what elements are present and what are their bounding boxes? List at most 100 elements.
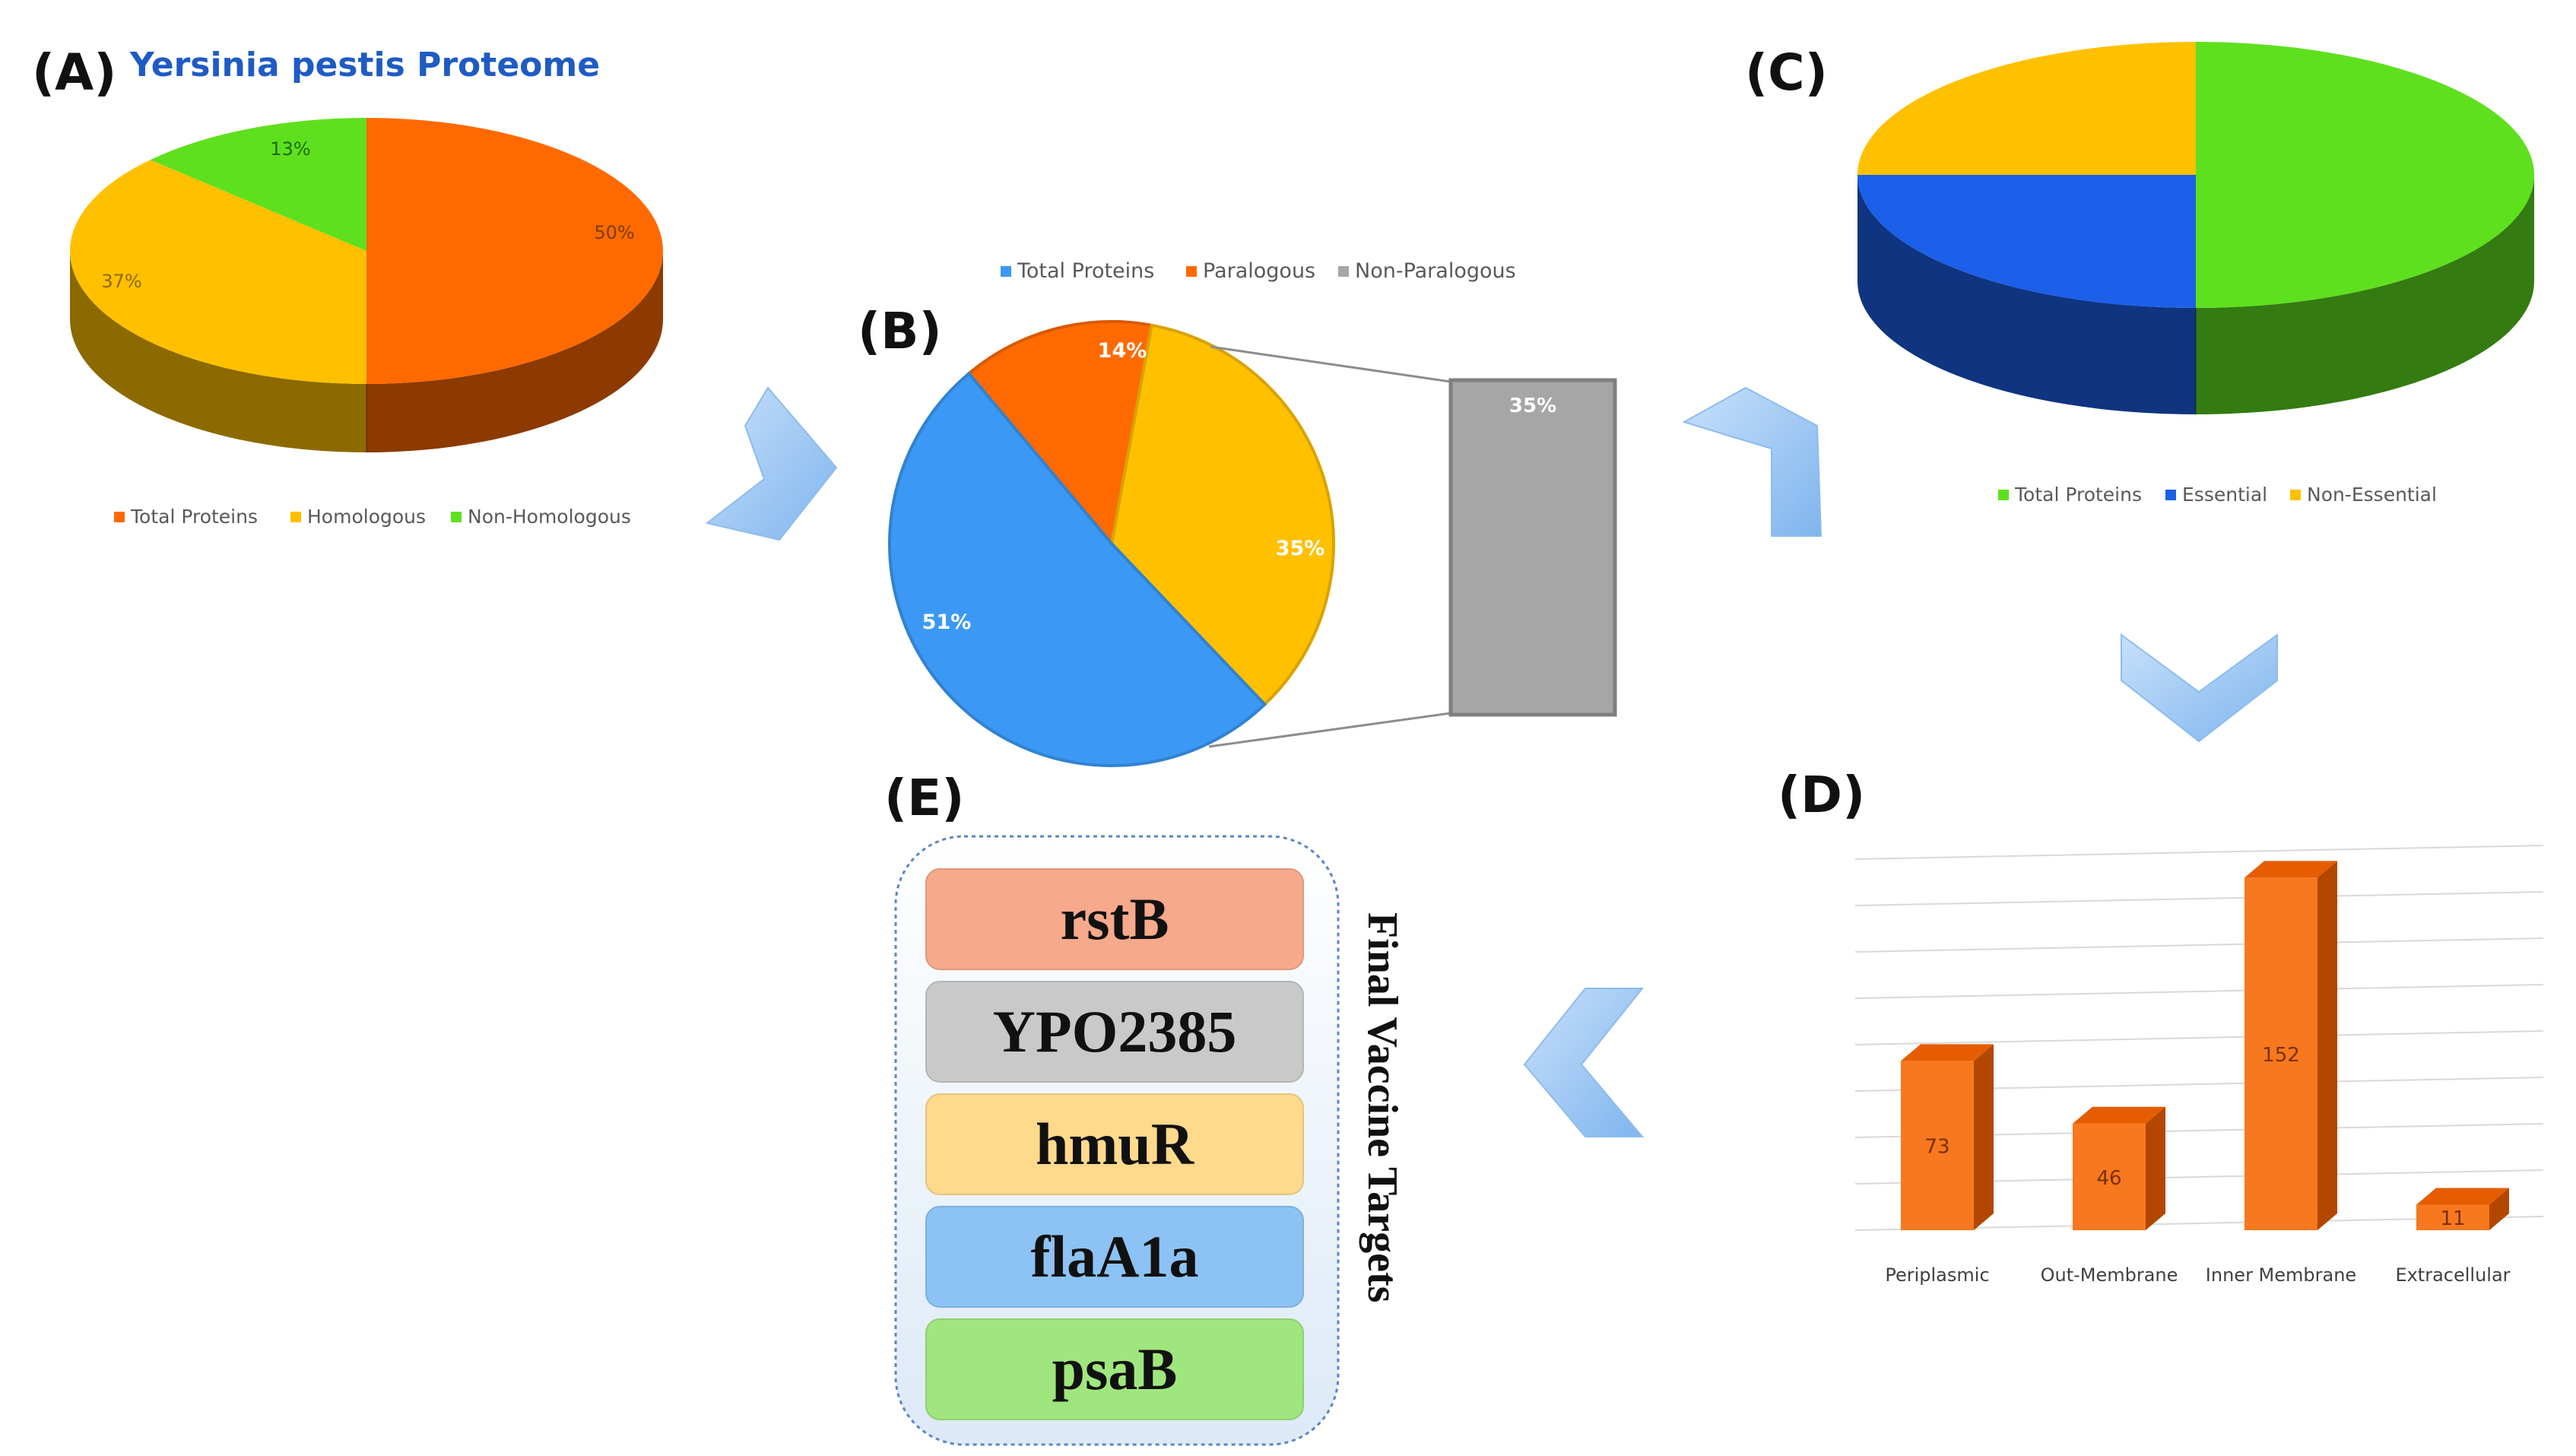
chart-d-category-extracellular: Extracellular — [2395, 1264, 2510, 1286]
chart-c-slice-1 — [1857, 175, 2196, 308]
chart-d-bar-3 — [2416, 1204, 2489, 1230]
target-label: psaB — [1052, 1336, 1178, 1402]
chart-c-side-0 — [2196, 175, 2534, 414]
chart-d-bar-side-0 — [1974, 1044, 1994, 1230]
chart-b-label-nonparalogous: 35% — [1276, 537, 1325, 560]
chart-c-depth — [1857, 175, 2534, 414]
chart-c-legend-nonessential: Non-Essential — [2307, 484, 2437, 506]
chart-c-legend-swatch-nonessential — [2290, 490, 2301, 500]
chart-c-slice-0 — [2196, 42, 2534, 308]
chart-d-bars: 73 46 152 11 — [1901, 861, 2509, 1230]
targets-title: Final Vaccine Targets — [1359, 912, 1406, 1302]
panel-label-a: (A) — [32, 43, 116, 102]
chart-b-slice-1 — [966, 320, 1154, 547]
chart-b-legend-swatch-nonparalogous — [1338, 266, 1349, 277]
chevron-left-icon — [1523, 988, 1645, 1137]
chart-d: 73 46 152 11 Periplasmic Out-Membrane Inner… — [1854, 845, 2544, 1286]
chart-d-gridline — [1854, 845, 2544, 860]
chart-d-bar-1 — [2073, 1123, 2146, 1230]
chart-d-bar-top-1 — [2073, 1106, 2165, 1124]
chart-d-gridline — [1854, 984, 2544, 999]
chart-a-label-nonhomologous: 13% — [270, 138, 310, 160]
chart-d-gridline — [1854, 891, 2544, 906]
chart-b-slices — [887, 320, 1335, 767]
chart-b-label-total: 51% — [922, 611, 972, 634]
chart-b-legend-swatch-paralogous — [1186, 266, 1197, 277]
chart-d-bar-2 — [2244, 877, 2317, 1230]
chevron-right-icon — [1682, 386, 1823, 537]
chart-b-legend-nonparalogous: Non-Paralogous — [1355, 259, 1516, 283]
chart-d-gridline — [1854, 1030, 2544, 1045]
chart-a-slices — [69, 118, 663, 384]
chart-d-bar-top-3 — [2416, 1188, 2509, 1205]
chart-a-legend-swatch-homologous — [290, 512, 301, 522]
target-label: YPO2385 — [993, 998, 1237, 1064]
chart-a-label-total: 50% — [594, 222, 634, 243]
chart-b-slice-0 — [887, 371, 1267, 767]
chart-d-bar-top-2 — [2244, 861, 2337, 878]
chart-a-legend-homologous: Homologous — [307, 506, 426, 528]
chart-a-legend-total: Total Proteins — [130, 506, 258, 528]
chart-d-value-label-2: 152 — [2262, 1044, 2300, 1067]
chart-a-slice-1 — [69, 160, 366, 384]
target-box-YPO2385 — [925, 981, 1304, 1083]
target-label: rstB — [1061, 886, 1169, 952]
chart-a-title: Yersinia pestis Proteome — [129, 46, 600, 84]
chart-b-connector-top — [1210, 345, 1451, 383]
chart-c-slice-2 — [1857, 42, 2196, 175]
targets-list: rstB YPO2385 hmuR flaA1a psaB — [925, 868, 1304, 1420]
chart-c-legend-swatch-total — [1998, 490, 2009, 500]
chart-d-category-outmembrane: Out-Membrane — [2041, 1264, 2178, 1286]
chart-d-bar-side-1 — [2146, 1106, 2165, 1230]
panel-label-b: (B) — [858, 302, 942, 360]
chart-a-slice-0 — [366, 118, 663, 384]
chart-c-legend-essential: Essential — [2182, 484, 2267, 506]
target-box-flaA1a — [925, 1206, 1304, 1308]
target-box-rstB — [925, 868, 1304, 970]
chart-d-value-label-0: 73 — [1924, 1136, 1949, 1159]
chart-b-legend-total: Total Proteins — [1017, 259, 1154, 283]
target-box-psaB — [925, 1318, 1304, 1420]
chart-d-bar-top-0 — [1901, 1044, 1994, 1061]
chevron-right-icon — [705, 386, 838, 541]
panel-label-c: (C) — [1745, 43, 1828, 102]
chart-d-bar-side-3 — [2489, 1188, 2509, 1230]
chart-d-bar-0 — [1901, 1061, 1974, 1230]
chart-a-side-1 — [70, 251, 366, 452]
chart-a: Yersinia pestis Proteome 50% 37% 13% Tot… — [69, 46, 663, 528]
chart-a-legend-nonhomologous: Non-Homologous — [468, 506, 631, 528]
chart-c-slices — [1857, 42, 2534, 308]
chart-d-category-innermembrane: Inner Membrane — [2206, 1264, 2356, 1286]
chart-a-depth — [70, 251, 663, 452]
chart-a-legend-swatch-total — [114, 512, 125, 522]
chart-c-legend-total: Total Proteins — [2014, 484, 2142, 506]
chart-a-side-0 — [366, 251, 663, 452]
chart-b-connector-bottom — [1208, 712, 1451, 748]
chart-c-legend-swatch-essential — [2165, 490, 2176, 500]
chart-a-label-homologous: 37% — [101, 271, 141, 292]
chart-a-slice-2 — [150, 118, 366, 251]
chart-d-category-periplasmic: Periplasmic — [1885, 1264, 1989, 1286]
chart-c-side-1 — [1857, 175, 2196, 414]
chart-b-breakout-label: 35% — [1509, 395, 1556, 417]
target-label: hmuR — [1036, 1111, 1195, 1177]
chart-b: Total Proteins Paralogous Non-Paralogous… — [887, 259, 1617, 767]
chart-d-value-label-3: 11 — [2440, 1207, 2465, 1230]
chart-b-breakout-bar — [1448, 378, 1617, 717]
chart-b-label-paralogous: 14% — [1098, 339, 1147, 363]
target-box-hmuR — [925, 1093, 1304, 1195]
chart-d-gridline — [1854, 937, 2544, 953]
chart-c: Total Proteins Essential Non-Essential — [1857, 42, 2534, 506]
panel-label-e: (E) — [884, 769, 964, 827]
chart-a-legend-swatch-nonhomologous — [451, 512, 462, 522]
panel-label-d: (D) — [1778, 766, 1865, 824]
chart-b-legend-paralogous: Paralogous — [1203, 259, 1315, 283]
targets-panel: rstB YPO2385 hmuR flaA1a psaB Final Vaccine … — [894, 835, 1406, 1446]
chart-d-bar-side-2 — [2317, 861, 2337, 1230]
chart-b-legend-swatch-total — [1001, 266, 1011, 277]
chart-d-value-label-1: 46 — [2096, 1167, 2121, 1190]
target-label: flaA1a — [1031, 1223, 1199, 1289]
chevron-down-icon — [2121, 633, 2278, 743]
